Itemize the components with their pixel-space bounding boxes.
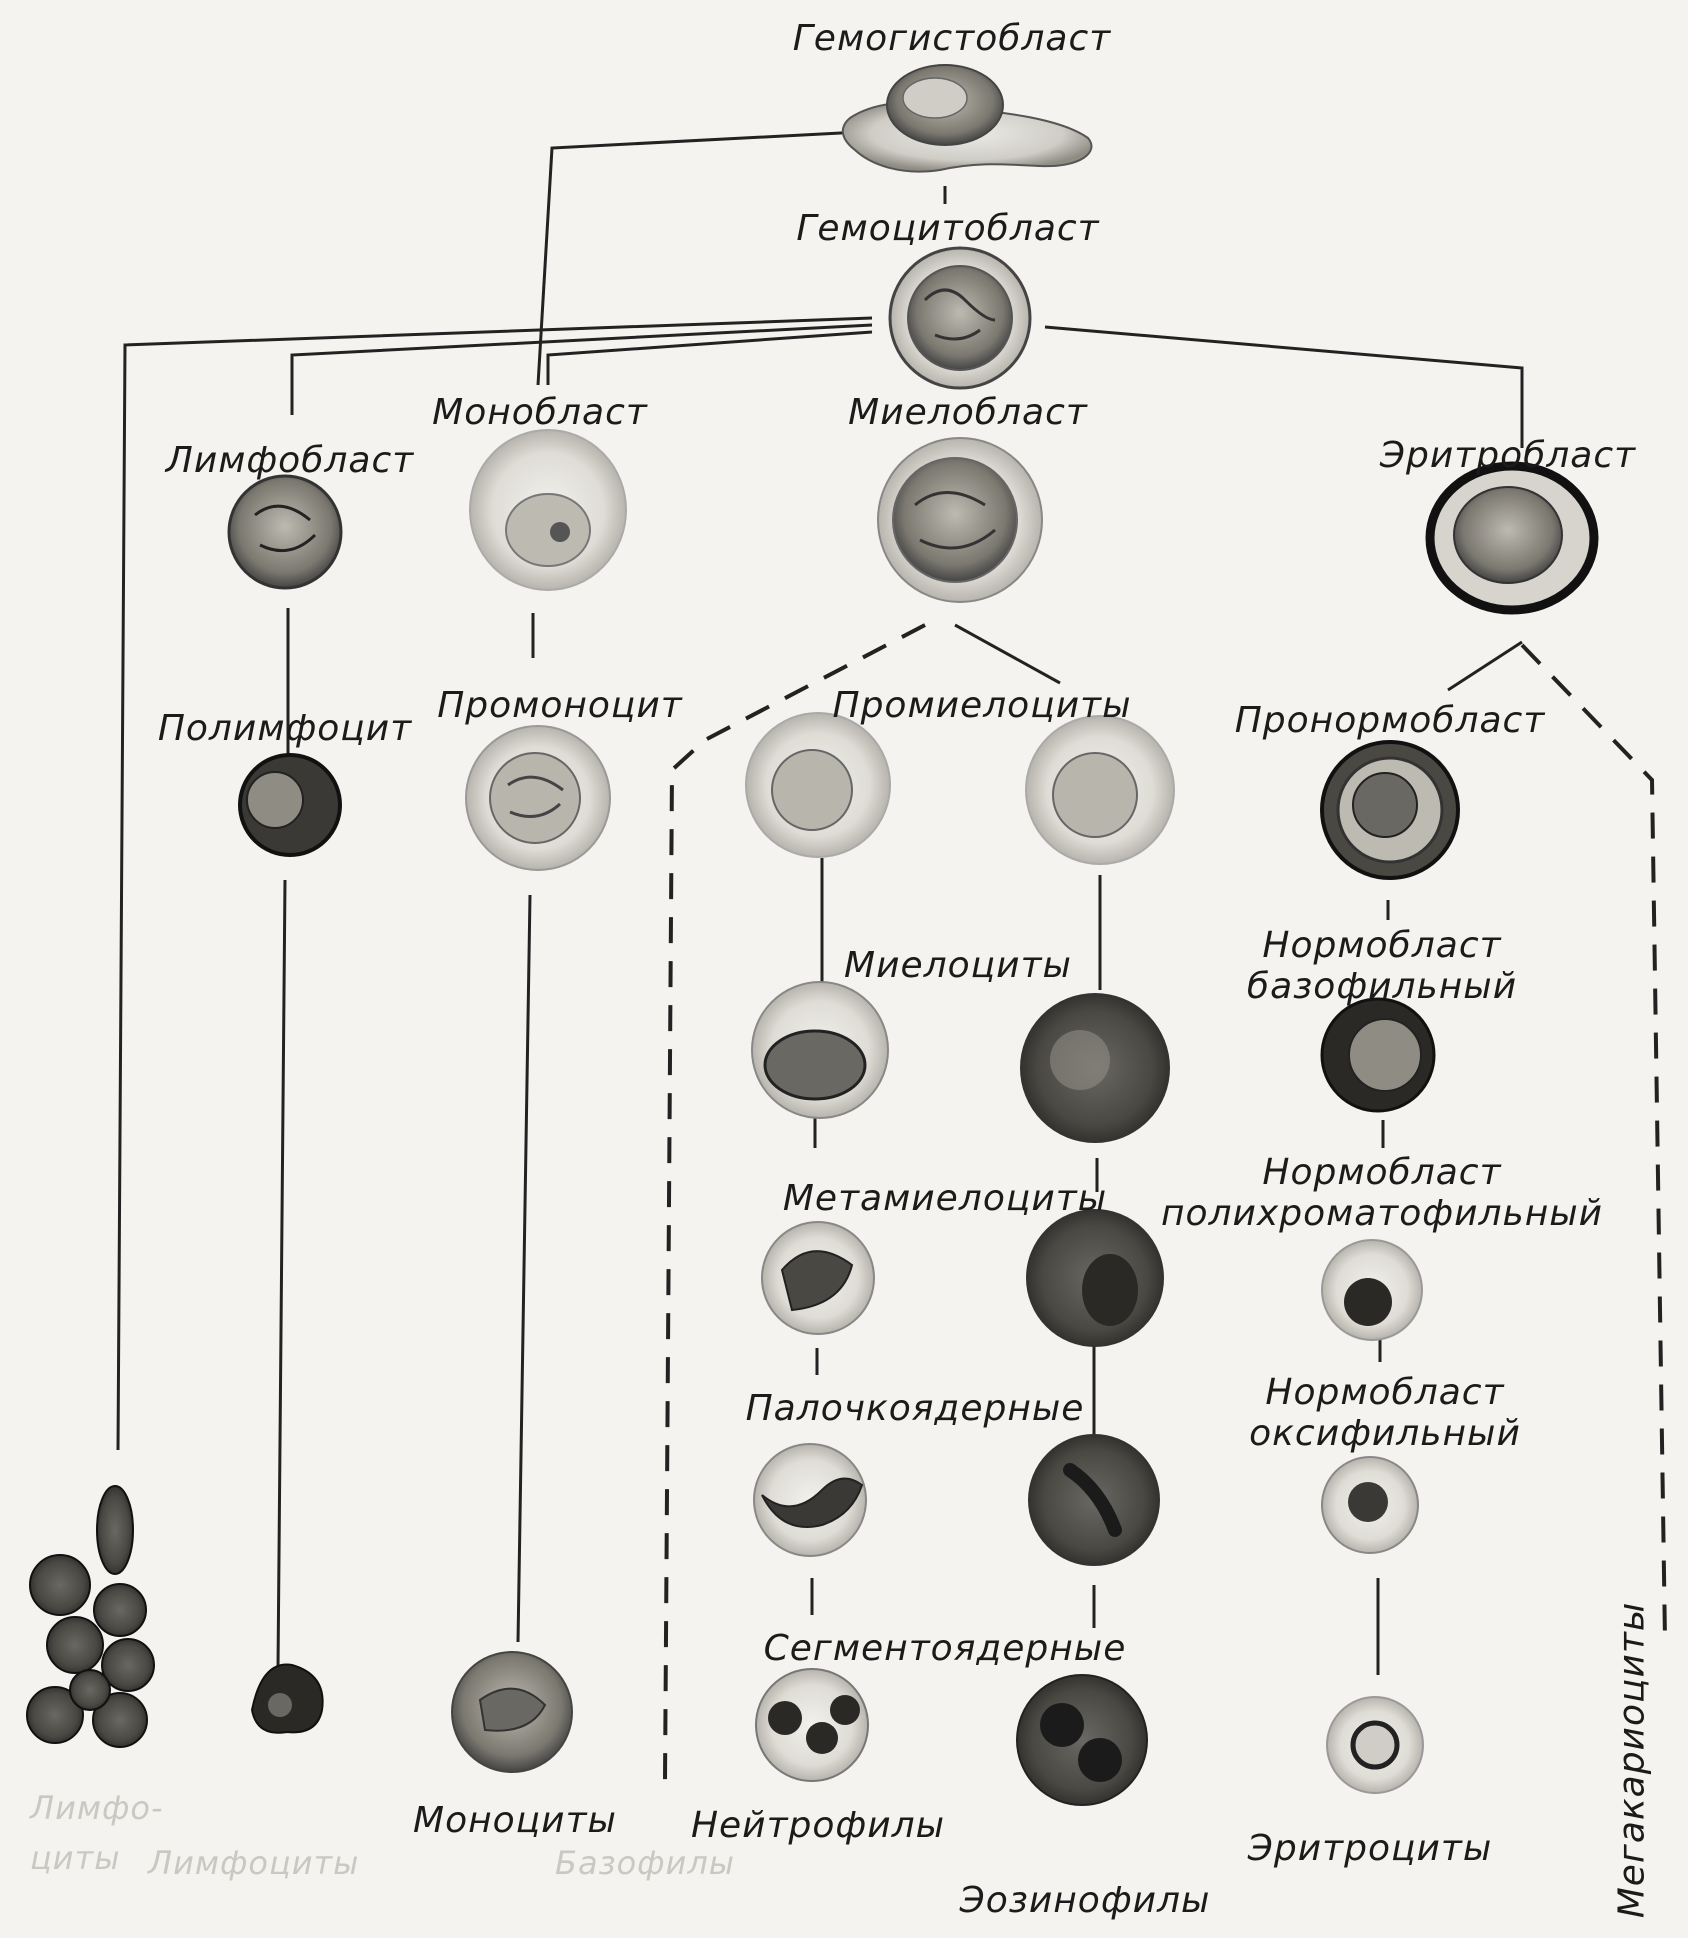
label-normoblast-polychromatophilic-line2: полихроматофильный [1160, 1193, 1604, 1235]
cell-monoblast [469, 429, 627, 591]
label-normoblast-oxyphilic-line2: оксифильный [1249, 1413, 1521, 1455]
label-erythroblast: Эритробласт [1379, 435, 1637, 476]
cell-promonocyte [465, 725, 611, 871]
label-metamyelocytes: Метамиелоциты [782, 1178, 1108, 1219]
cell-normoblast-polychromatophilic [1321, 1239, 1423, 1341]
label-faint-basophils: Базофилы [555, 1844, 736, 1882]
cell-myelocyte-left [751, 981, 889, 1119]
cell-erythrocyte [1326, 1696, 1424, 1794]
cell-myelocyte-right [1020, 993, 1170, 1143]
line-cyto-monoblast [546, 330, 873, 385]
cell-cluster-lymphocytes [26, 1485, 155, 1748]
cell-lymphoblast [227, 474, 343, 590]
cell-promyelocyte-left [745, 712, 891, 858]
label-normoblast-oxyphilic: Нормобласт оксифильный [1249, 1372, 1521, 1455]
label-faint-lymphocytes: Лимфоциты [148, 1844, 360, 1882]
label-normoblast-oxyphilic-line1: Нормобласт [1265, 1372, 1505, 1413]
label-polylymphocyte: Полимфоцит [157, 708, 413, 749]
cell-normoblast-basophilic [1320, 997, 1436, 1113]
label-promonocyte: Промоноцит [437, 685, 683, 726]
label-eosinophils: Эозинофилы [959, 1880, 1211, 1921]
line-cyto-erythroblast [1044, 325, 1524, 448]
label-erythrocytes: Эритроциты [1247, 1828, 1493, 1869]
label-hemohistoblast: Гемогистобласт [792, 18, 1112, 59]
label-faint-lympho-2: циты [30, 1839, 121, 1877]
label-normoblast-polychromatophilic-line1: Нормобласт [1262, 1152, 1502, 1193]
dashed-branches [663, 623, 1667, 1781]
label-normoblast-polychromatophilic: Нормобласт полихроматофильный [1161, 1152, 1603, 1235]
label-myeloblast: Миелобласт [848, 392, 1088, 433]
cell-neutrophil [755, 1668, 869, 1782]
label-promyelocytes: Промиелоциты [832, 685, 1132, 726]
cell-eosinophil [1016, 1674, 1148, 1806]
line-ery-pronormo [1447, 640, 1523, 692]
label-band-cells: Палочкоядерные [745, 1388, 1085, 1429]
dashed-ery-megakaryocytes [1520, 643, 1667, 1641]
cell-erythroblast [1425, 461, 1599, 615]
cell-metamyelocyte-left [761, 1221, 875, 1335]
label-monocytes: Моноциты [413, 1800, 617, 1841]
cell-pronormoblast [1320, 740, 1460, 880]
label-normoblast-basophilic: Нормобласт базофильный [1247, 925, 1517, 1008]
cell-myeloblast [877, 437, 1043, 603]
cells [26, 64, 1599, 1806]
label-normoblast-basophilic-line1: Нормобласт [1262, 925, 1502, 966]
label-normoblast-basophilic-line2: базофильный [1246, 966, 1518, 1008]
cell-monocyte [451, 1651, 573, 1773]
cell-polylymphocyte [238, 753, 342, 857]
cell-band-left [753, 1443, 867, 1557]
cell-lymphocyte [250, 1663, 324, 1734]
cell-hemocytoblast [888, 246, 1032, 390]
line-promono-mono [516, 894, 532, 1643]
label-faint-lympho-1: Лимфо- [30, 1789, 164, 1827]
label-megakaryocytes: Мегакариоциты [1611, 1601, 1653, 1919]
cell-normoblast-oxyphilic [1321, 1456, 1419, 1554]
connector-lines [116, 130, 1524, 1675]
cell-hemohistoblast [841, 64, 1093, 173]
cell-promyelocyte-right [1025, 715, 1175, 865]
line-cyto-lymphoblast [290, 323, 873, 415]
label-myelocytes: Миелоциты [844, 945, 1072, 986]
cell-metamyelocyte-right [1026, 1209, 1164, 1347]
label-pronormoblast: Пронормобласт [1234, 700, 1546, 741]
dashed-myelo-basophils [663, 623, 926, 1781]
label-lymphoblast: Лимфобласт [165, 440, 415, 481]
label-hemocytoblast: Гемоцитобласт [796, 208, 1100, 249]
line-poly-lymph [276, 879, 287, 1669]
cell-band-right [1028, 1434, 1160, 1566]
line-myelo-promyelo [954, 623, 1061, 685]
line-histo-mono [536, 130, 861, 386]
label-segmented: Сегментоядерные [763, 1628, 1127, 1669]
label-monoblast: Монобласт [432, 392, 648, 433]
line-cyto-lymphocytes [116, 316, 873, 1451]
label-neutrophils: Нейтрофилы [690, 1805, 946, 1846]
